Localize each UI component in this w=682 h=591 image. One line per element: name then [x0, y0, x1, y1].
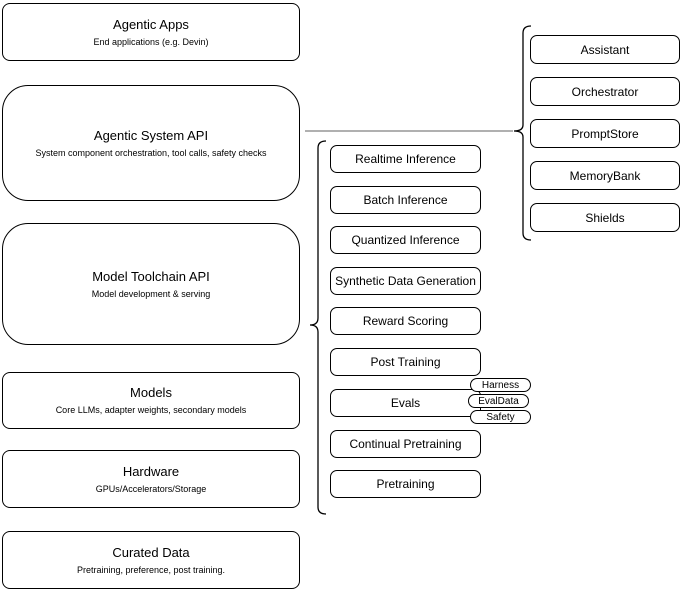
node-title: Models	[130, 385, 172, 400]
node-evals-safety: Safety	[470, 410, 531, 424]
node-label: Orchestrator	[571, 84, 639, 99]
node-title: Curated Data	[112, 544, 190, 560]
node-realtime-inference: Realtime Inference	[330, 145, 481, 173]
node-label: Shields	[585, 210, 625, 225]
node-label: Reward Scoring	[362, 314, 449, 328]
node-evals-harness: Harness	[470, 378, 531, 392]
node-agentic-apps: Agentic Apps End applications (e.g. Devi…	[2, 3, 300, 61]
node-promptstore: PromptStore	[530, 119, 680, 148]
node-label: Synthetic Data Generation	[335, 274, 476, 288]
node-pretraining: Pretraining	[330, 470, 481, 498]
tag-label: Harness	[481, 379, 520, 391]
node-quantized-inference: Quantized Inference	[330, 226, 481, 254]
brace-system-components	[513, 25, 532, 241]
node-evals: Evals	[330, 389, 481, 417]
node-label: Batch Inference	[363, 193, 448, 207]
node-subtitle: Core LLMs, adapter weights, secondary mo…	[55, 405, 247, 415]
node-label: Continual Pretraining	[349, 437, 462, 451]
node-label: Realtime Inference	[355, 152, 456, 166]
node-shields: Shields	[530, 203, 680, 232]
node-reward-scoring: Reward Scoring	[330, 307, 481, 335]
node-label: MemoryBank	[569, 168, 641, 183]
node-hardware: Hardware GPUs/Accelerators/Storage	[2, 450, 300, 508]
node-orchestrator: Orchestrator	[530, 77, 680, 106]
node-subtitle: Pretraining, preference, post training.	[76, 564, 226, 575]
node-subtitle: End applications (e.g. Devin)	[93, 36, 209, 47]
node-subtitle: Model development & serving	[91, 288, 211, 299]
node-curated-data: Curated Data Pretraining, preference, po…	[2, 531, 300, 589]
node-label: Assistant	[580, 42, 630, 57]
node-label: Post Training	[370, 355, 441, 369]
node-title: Agentic Apps	[113, 16, 189, 32]
node-evals-evaldata: EvalData	[468, 394, 529, 408]
node-title: Hardware	[122, 463, 180, 479]
node-assistant: Assistant	[530, 35, 680, 64]
node-label: Quantized Inference	[351, 233, 460, 247]
node-agentic-system-api: Agentic System API System component orch…	[2, 85, 300, 201]
node-post-training: Post Training	[330, 348, 481, 376]
node-title: Model Toolchain API	[92, 268, 210, 284]
node-memorybank: MemoryBank	[530, 161, 680, 190]
tag-label: EvalData	[478, 395, 519, 407]
node-subtitle: System component orchestration, tool cal…	[35, 147, 267, 158]
node-label: PromptStore	[571, 126, 639, 141]
tag-label: Safety	[486, 411, 515, 423]
node-label: Pretraining	[376, 477, 435, 491]
node-batch-inference: Batch Inference	[330, 186, 481, 214]
node-models: Models Core LLMs, adapter weights, secon…	[2, 372, 300, 429]
node-continual-pretraining: Continual Pretraining	[330, 430, 481, 458]
node-subtitle: GPUs/Accelerators/Storage	[95, 483, 207, 494]
brace-toolchain-items	[309, 140, 327, 515]
node-model-toolchain-api: Model Toolchain API Model development & …	[2, 223, 300, 345]
node-synthetic-data-generation: Synthetic Data Generation	[330, 267, 481, 295]
node-title: Agentic System API	[93, 127, 209, 143]
node-label: Evals	[390, 396, 421, 410]
